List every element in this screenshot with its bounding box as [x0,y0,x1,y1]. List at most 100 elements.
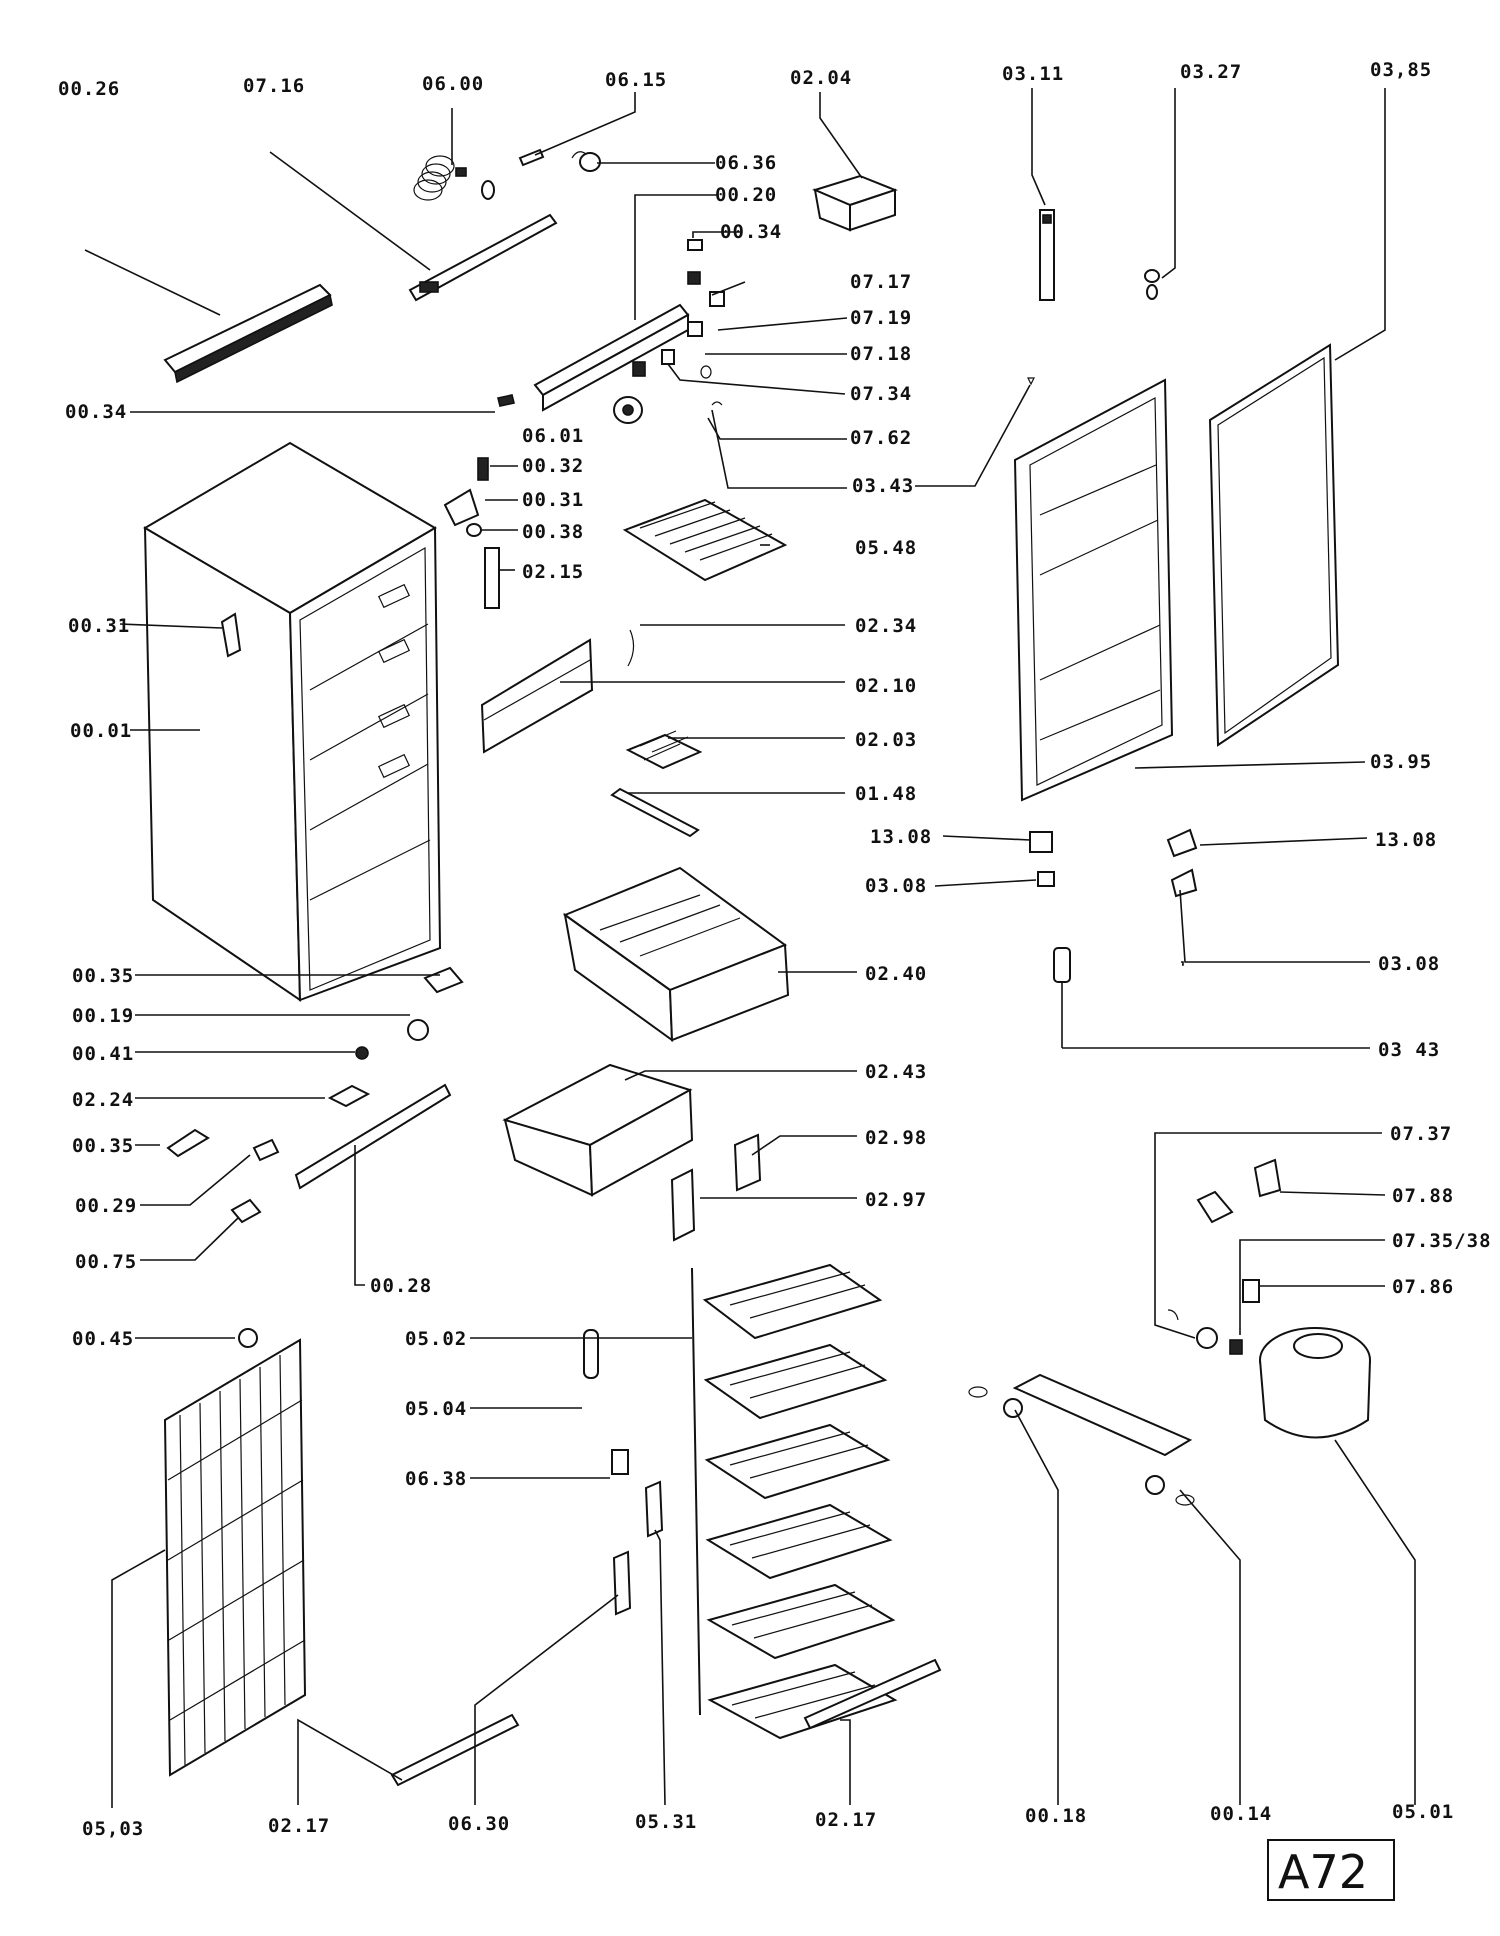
label-0601: 06.01 [522,425,584,447]
leader-lines [84,88,1416,1808]
part-relay-parts [1167,1158,1282,1355]
label-0531: 05.31 [635,1811,697,1833]
part-cabinet [143,441,442,1002]
part-rail-right [803,1658,942,1730]
label-0636: 06.36 [715,152,777,174]
label-0600: 06.00 [422,73,484,95]
label-0148: 01.48 [855,783,917,805]
part-thermostat-bar [408,213,558,302]
label-0327: 03.27 [1180,61,1242,83]
label-1308b: 13.08 [1375,829,1437,851]
label-0035b: 00.35 [72,1135,134,1157]
part-condenser [163,1338,307,1777]
label-0031a: 00.31 [522,489,584,511]
label-073538: 07.35/38 [1392,1230,1492,1252]
label-0045: 00.45 [72,1328,134,1350]
label-0217a: 02.17 [268,1815,330,1837]
label-0001: 00.01 [70,720,132,742]
label-0502: 05.02 [405,1328,467,1350]
part-drawer-stoppers [670,1133,762,1242]
part-switch-blocks [632,239,725,406]
label-0234: 02.34 [855,615,917,637]
part-compressor-bracket [968,1373,1195,1506]
label-0311: 03.11 [1002,63,1064,85]
label-0737: 07.37 [1390,1123,1452,1145]
label-1308a: 13.08 [870,826,932,848]
label-0504: 05.04 [405,1398,467,1420]
part-plug [1144,269,1160,300]
label-0716: 07.16 [243,75,305,97]
label-0019: 00.19 [72,1005,134,1027]
label-0020: 00.20 [715,184,777,206]
part-left-small-parts [166,966,464,1348]
part-hinge-rod [1039,209,1055,301]
sheet-code-stamp: A72 [1267,1839,1395,1901]
label-0630: 06.30 [448,1813,510,1835]
part-hinge-top [220,457,500,658]
label-0718: 07.18 [850,343,912,365]
part-flap [480,629,635,754]
part-egg-tray [812,174,898,232]
label-0026: 00.26 [58,78,120,100]
label-0786: 07.86 [1392,1276,1454,1298]
sheet-code: A72 [1278,1845,1368,1899]
label-0018: 00.18 [1025,1805,1087,1827]
label-0308a: 03.08 [865,875,927,897]
label-0034a: 00.34 [720,221,782,243]
part-door [1013,378,1174,802]
part-evaporator-clips [583,1329,664,1616]
label-0210: 02.10 [855,675,917,697]
part-coil [413,155,495,201]
part-compressor [1259,1327,1371,1439]
label-0734: 07.34 [850,383,912,405]
label-0038: 00.38 [522,521,584,543]
label-0503: 05,03 [82,1818,144,1840]
label-0204: 02.04 [790,67,852,89]
label-0243: 02.43 [865,1061,927,1083]
part-rail-left [390,1713,520,1787]
part-door-gasket [1208,343,1340,747]
part-ice-tray [625,730,703,770]
label-0719: 07.19 [850,307,912,329]
label-0343b: 03 43 [1378,1039,1440,1061]
part-knob [613,396,643,424]
part-shelf-grate [622,498,788,582]
label-0031b: 00.31 [68,615,130,637]
label-0297: 02.97 [865,1189,927,1211]
label-0395: 03.95 [1370,751,1432,773]
part-control-strip [163,283,333,384]
label-0203: 02.03 [855,729,917,751]
part-clip [497,394,515,407]
label-0762: 07.62 [850,427,912,449]
part-lower-hinges [1029,828,1198,983]
part-drawer-large [562,866,790,1043]
label-0548: 05.48 [855,537,917,559]
label-0717: 07.17 [850,271,912,293]
label-0385: 03,85 [1370,59,1432,81]
label-0014: 00.14 [1210,1803,1272,1825]
callout-labels: 00.26 07.16 06.00 06.15 02.04 03.11 03.2… [58,59,1492,1840]
label-0298: 02.98 [865,1127,927,1149]
label-0215: 02.15 [522,561,584,583]
label-0075: 00.75 [75,1251,137,1273]
label-0034b: 00.34 [65,401,127,423]
label-0308b: 03.08 [1378,953,1440,975]
label-0028: 00.28 [370,1275,432,1297]
part-drawer-small [502,1063,694,1197]
label-0638: 06.38 [405,1468,467,1490]
label-0615: 06.15 [605,69,667,91]
part-scraper [610,787,700,838]
part-evaporator-shelves [691,1263,898,1740]
label-0217b: 02.17 [815,1809,877,1831]
label-0501: 05.01 [1392,1801,1454,1823]
label-0032: 00.32 [522,455,584,477]
part-screw [1027,377,1035,386]
label-0788: 07.88 [1392,1185,1454,1207]
label-0041: 00.41 [72,1043,134,1065]
label-0029: 00.29 [75,1195,137,1217]
label-0224: 02.24 [72,1089,134,1111]
label-0035a: 00.35 [72,965,134,987]
label-0343a: 03.43 [852,475,914,497]
part-lamp-holder [518,148,601,172]
label-0240: 02.40 [865,963,927,985]
